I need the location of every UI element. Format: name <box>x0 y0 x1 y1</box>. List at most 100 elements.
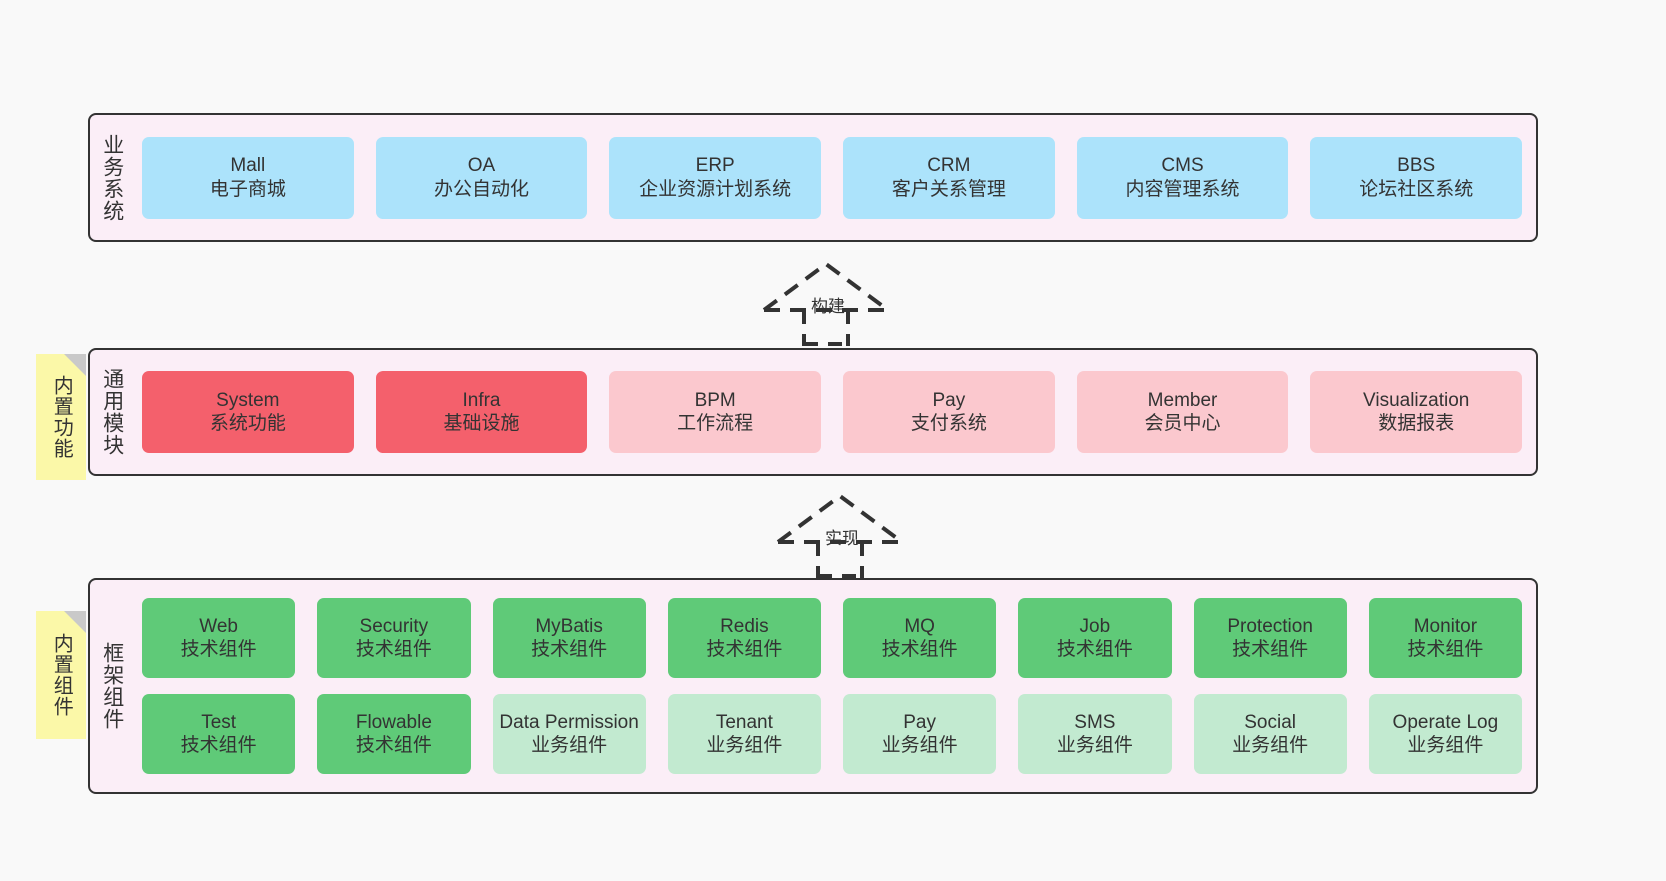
card-subtitle: 论坛社区系统 <box>1359 178 1474 200</box>
card-title: MyBatis <box>535 615 603 637</box>
layer-body-framework-component: Web 技术组件 Security 技术组件 MyBatis 技术组件 Redi… <box>134 580 1536 792</box>
row-common-modules: System 系统功能 Infra 基础设施 BPM 工作流程 Pay 支付系统… <box>142 371 1523 453</box>
card-subtitle: 系统功能 <box>209 413 286 434</box>
card-title: MQ <box>904 615 935 637</box>
card-subtitle: 技术组件 <box>1232 639 1309 660</box>
card-title: Data Permission <box>499 711 639 733</box>
card-flowable[interactable]: Flowable 技术组件 <box>317 694 471 774</box>
card-subtitle: 技术组件 <box>180 735 257 756</box>
card-monitor[interactable]: Monitor 技术组件 <box>1368 598 1522 678</box>
card-data-permission[interactable]: Data Permission 业务组件 <box>492 694 646 774</box>
card-subtitle: 业务组件 <box>1407 735 1484 756</box>
card-subtitle: 电子商城 <box>209 178 286 200</box>
layer-body-common-module: System 系统功能 Infra 基础设施 BPM 工作流程 Pay 支付系统… <box>134 350 1536 474</box>
card-title: SMS <box>1074 711 1116 733</box>
row-business-systems: Mall 电子商城 OA 办公自动化 ERP 企业资源计划系统 CRM 客户关系… <box>142 136 1523 219</box>
card-title: Tenant <box>715 711 773 733</box>
connector-build-label: 构建 <box>811 297 845 316</box>
card-system[interactable]: System 系统功能 <box>142 371 354 453</box>
note-builtin-component[interactable]: 内置组件 <box>36 611 86 739</box>
card-title: BPM <box>694 389 736 411</box>
layer-business-system[interactable]: 业务系统 Mall 电子商城 OA 办公自动化 ERP 企业资源计划系统 CRM… <box>88 113 1538 242</box>
card-mybatis[interactable]: MyBatis 技术组件 <box>492 598 646 678</box>
card-title: Job <box>1079 615 1111 637</box>
row-tech-components: Web 技术组件 Security 技术组件 MyBatis 技术组件 Redi… <box>142 598 1522 678</box>
card-protection[interactable]: Protection 技术组件 <box>1193 598 1347 678</box>
card-test[interactable]: Test 技术组件 <box>142 694 296 774</box>
card-cms[interactable]: CMS 内容管理系统 <box>1076 136 1289 219</box>
card-infra[interactable]: Infra 基础设施 <box>375 371 588 453</box>
card-title: Redis <box>720 615 769 637</box>
card-title: Pay <box>903 711 936 733</box>
card-title: Member <box>1147 389 1218 411</box>
card-crm[interactable]: CRM 客户关系管理 <box>843 136 1055 219</box>
card-subtitle: 数据报表 <box>1378 413 1455 434</box>
card-subtitle: 技术组件 <box>1407 639 1484 660</box>
card-title: Visualization <box>1363 389 1470 411</box>
card-visualization[interactable]: Visualization 数据报表 <box>1310 371 1523 453</box>
card-oa[interactable]: OA 办公自动化 <box>375 136 588 219</box>
card-pay-module[interactable]: Pay 支付系统 <box>843 371 1055 453</box>
card-subtitle: 业务组件 <box>881 735 958 756</box>
card-subtitle: 技术组件 <box>531 639 608 660</box>
card-pay-component[interactable]: Pay 业务组件 <box>843 694 997 774</box>
card-subtitle: 技术组件 <box>706 639 783 660</box>
card-subtitle: 企业资源计划系统 <box>639 178 792 200</box>
card-subtitle: 业务组件 <box>706 735 783 756</box>
card-title: ERP <box>695 155 735 177</box>
layer-title-business-system: 业务系统 <box>100 133 124 222</box>
card-title: Flowable <box>355 711 432 733</box>
card-subtitle: 工作流程 <box>677 413 754 434</box>
row-business-components: Test 技术组件 Flowable 技术组件 Data Permission … <box>142 694 1522 774</box>
layer-title-framework-component: 框架组件 <box>100 642 124 730</box>
card-erp[interactable]: ERP 企业资源计划系统 <box>609 136 822 219</box>
card-security[interactable]: Security 技术组件 <box>317 598 471 678</box>
card-subtitle: 基础设施 <box>443 413 520 434</box>
card-subtitle: 业务组件 <box>1232 735 1309 756</box>
card-mall[interactable]: Mall 电子商城 <box>142 136 354 219</box>
card-subtitle: 业务组件 <box>531 735 608 756</box>
card-subtitle: 办公自动化 <box>434 178 530 200</box>
card-title: System <box>216 389 280 411</box>
card-title: Protection <box>1227 615 1313 637</box>
card-subtitle: 会员中心 <box>1144 413 1221 434</box>
card-title: CMS <box>1161 155 1204 177</box>
card-title: OA <box>467 155 496 177</box>
card-subtitle: 内容管理系统 <box>1125 178 1240 200</box>
card-job[interactable]: Job 技术组件 <box>1018 598 1172 678</box>
card-tenant[interactable]: Tenant 业务组件 <box>667 694 821 774</box>
card-operate-log[interactable]: Operate Log 业务组件 <box>1368 694 1522 774</box>
card-subtitle: 支付系统 <box>910 413 987 434</box>
card-bpm[interactable]: BPM 工作流程 <box>609 371 822 453</box>
card-title: Test <box>201 711 237 733</box>
card-subtitle: 技术组件 <box>1056 639 1133 660</box>
card-subtitle: 客户关系管理 <box>891 178 1006 200</box>
note-text: 内置功能 <box>50 375 73 459</box>
card-member[interactable]: Member 会员中心 <box>1076 371 1289 453</box>
card-subtitle: 技术组件 <box>355 639 432 660</box>
note-builtin-feature[interactable]: 内置功能 <box>36 354 86 480</box>
card-title: Web <box>199 615 238 637</box>
card-title: Infra <box>462 389 501 411</box>
card-sms[interactable]: SMS 业务组件 <box>1018 694 1172 774</box>
card-title: Mall <box>230 155 266 177</box>
card-social[interactable]: Social 业务组件 <box>1193 694 1347 774</box>
layer-title-common-module: 通用模块 <box>100 368 124 456</box>
card-title: Pay <box>932 389 966 411</box>
card-subtitle: 业务组件 <box>1056 735 1133 756</box>
layer-common-module[interactable]: 通用模块 System 系统功能 Infra 基础设施 BPM 工作流程 Pay… <box>88 348 1538 476</box>
note-text: 内置组件 <box>50 633 73 717</box>
card-web[interactable]: Web 技术组件 <box>142 598 296 678</box>
connector-implement-label: 实现 <box>825 529 859 548</box>
card-bbs[interactable]: BBS 论坛社区系统 <box>1310 136 1523 219</box>
layer-body-business-system: Mall 电子商城 OA 办公自动化 ERP 企业资源计划系统 CRM 客户关系… <box>134 115 1536 240</box>
card-title: Social <box>1244 711 1296 733</box>
card-title: Security <box>359 615 429 637</box>
card-redis[interactable]: Redis 技术组件 <box>667 598 821 678</box>
layer-framework-component[interactable]: 框架组件 Web 技术组件 Security 技术组件 MyBatis 技术组件… <box>88 578 1538 794</box>
card-subtitle: 技术组件 <box>881 639 958 660</box>
card-subtitle: 技术组件 <box>180 639 257 660</box>
card-mq[interactable]: MQ 技术组件 <box>843 598 997 678</box>
card-subtitle: 技术组件 <box>355 735 432 756</box>
